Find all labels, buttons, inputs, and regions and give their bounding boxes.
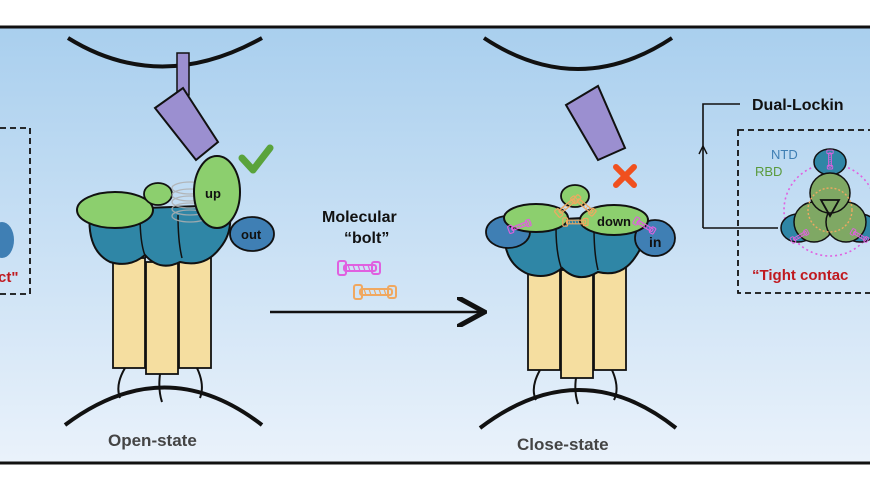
viral-membrane-bottom-close <box>478 388 678 430</box>
close-state-label: Close-state <box>517 435 609 454</box>
left-partial-text: ct" <box>0 269 18 286</box>
open-state-spike: out up Open-state <box>63 36 275 450</box>
host-membrane-top <box>66 36 263 69</box>
antibody-close <box>564 84 627 162</box>
molecular-label: Molecular <box>322 209 397 226</box>
check-icon <box>238 144 274 174</box>
dual-locking-inset: Dual-Lockin NTD RBD “Tight contac <box>698 97 870 294</box>
viral-membrane-bottom <box>63 385 264 427</box>
left-partial-inset: ct" <box>0 127 31 295</box>
host-membrane-top-close <box>482 36 674 71</box>
out-label: out <box>241 227 262 242</box>
bolt-label: “bolt” <box>344 230 389 247</box>
in-label: in <box>649 234 661 250</box>
rbd-label: RBD <box>755 164 782 179</box>
dual-locking-label: Dual-Lockin <box>752 97 844 114</box>
close-state-spike: in down Close-state <box>478 36 678 454</box>
open-state-label: Open-state <box>108 431 197 450</box>
cross-icon <box>613 164 637 188</box>
ntd-label: NTD <box>771 147 798 162</box>
down-label: down <box>597 214 631 229</box>
tight-contact-label: “Tight contac <box>752 267 848 284</box>
molecular-bolt-group: Molecular “bolt” <box>270 209 482 312</box>
antibody <box>153 86 220 162</box>
up-label: up <box>205 186 221 201</box>
